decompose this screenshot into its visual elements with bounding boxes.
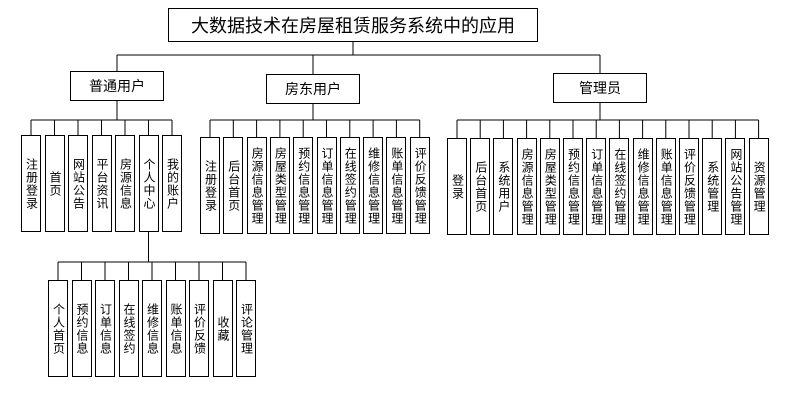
group-2-box: 管理员 — [553, 73, 647, 103]
group-2-child-4: 房屋类型管理 — [539, 138, 560, 235]
group-0-child-6: 我的账户 — [162, 135, 182, 232]
sub-child-4: 维修信息 — [142, 280, 162, 377]
sub-child-0: 个人首页 — [48, 280, 68, 377]
group-1-child-1: 后台首页 — [223, 137, 244, 234]
group-0-child-5: 个人中心 — [138, 135, 159, 232]
sub-child-5: 账单信息 — [165, 280, 186, 377]
root-title: 大数据技术在房屋租赁服务系统中的应用 — [168, 8, 538, 42]
group-1-child-9: 评价反馈管理 — [409, 137, 430, 234]
group-1-box: 房东用户 — [266, 74, 360, 104]
sub-child-6: 评价反馈 — [189, 280, 209, 377]
group-2-child-7: 在线签约管理 — [609, 138, 630, 235]
group-1-child-2: 房源信息管理 — [246, 137, 267, 234]
group-2-child-5: 预约信息管理 — [563, 138, 583, 235]
group-1-child-7: 维修信息管理 — [363, 137, 384, 234]
group-1-child-4: 预约信息管理 — [293, 137, 314, 234]
sub-child-3: 在线签约 — [118, 280, 139, 377]
group-0-child-3: 平台资讯 — [91, 135, 112, 232]
group-2-child-2: 系统用户 — [493, 138, 514, 235]
group-2-child-3: 房源信息管理 — [516, 138, 537, 235]
group-2-child-6: 订单信息管理 — [586, 138, 607, 235]
group-0-child-4: 房源信息 — [115, 135, 135, 232]
group-0-child-0: 注册登录 — [21, 135, 41, 232]
sub-child-1: 预约信息 — [71, 280, 92, 377]
group-2-child-12: 网站公告管理 — [725, 138, 746, 235]
sub-child-2: 订单信息 — [95, 280, 115, 377]
group-2-child-13: 资源管理 — [748, 138, 769, 235]
group-2-child-11: 系统管理 — [702, 138, 723, 235]
group-2-child-0: 登录 — [447, 138, 467, 235]
group-0-box: 普通用户 — [70, 71, 164, 101]
group-2-child-10: 评价反馈管理 — [679, 138, 699, 235]
group-0-child-2: 网站公告 — [68, 135, 88, 232]
group-1-child-6: 在线签约管理 — [339, 137, 360, 234]
group-1-child-5: 订单信息管理 — [316, 137, 337, 234]
group-1-child-3: 房屋类型管理 — [269, 137, 290, 234]
group-2-child-9: 账单信息管理 — [655, 138, 676, 235]
group-1-child-8: 账单信息管理 — [386, 137, 407, 234]
group-0-child-1: 首页 — [44, 135, 65, 232]
sub-child-7: 收藏 — [212, 280, 233, 377]
group-2-child-8: 维修信息管理 — [632, 138, 653, 235]
group-1-child-0: 注册登录 — [200, 137, 220, 234]
sub-child-8: 评论管理 — [236, 280, 256, 377]
group-2-child-1: 后台首页 — [470, 138, 491, 235]
